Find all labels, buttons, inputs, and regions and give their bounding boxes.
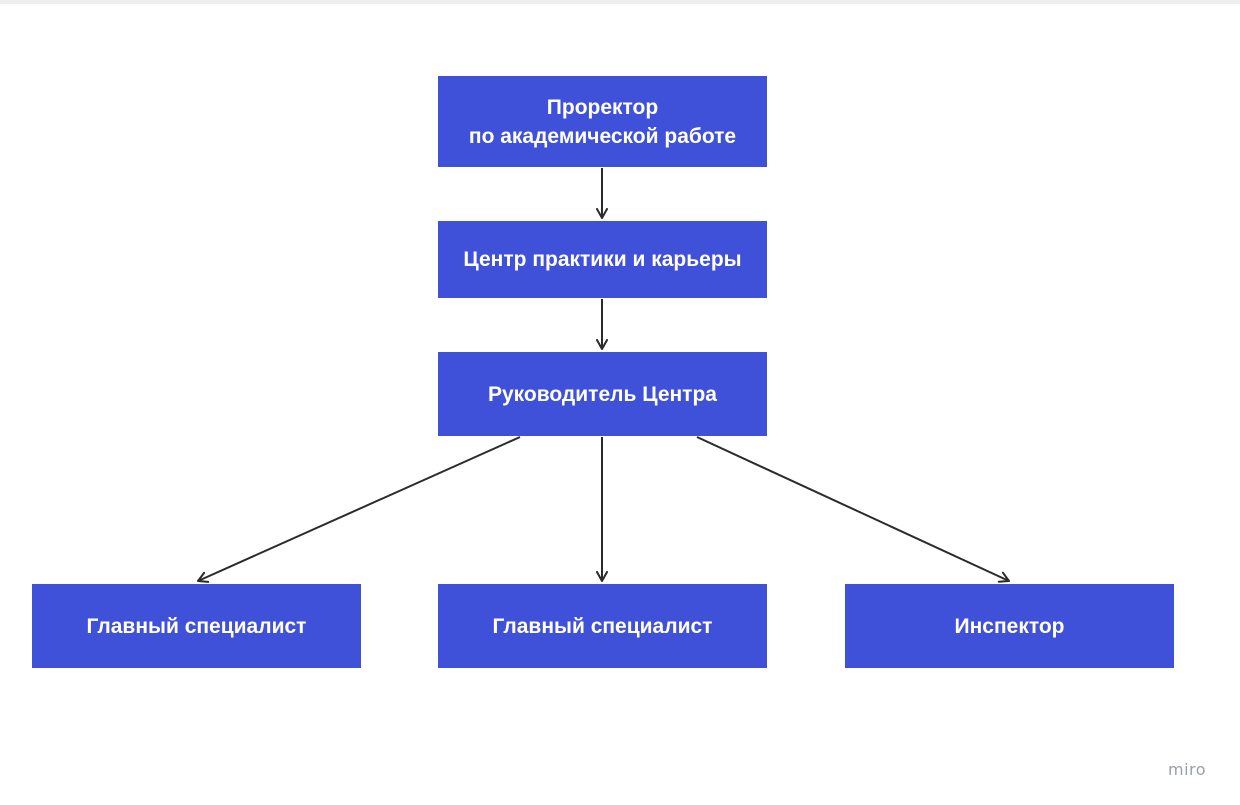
node-prorector-text: Проректор по академической работе xyxy=(469,93,736,151)
node-specialist-2[interactable]: Главный специалист xyxy=(438,584,767,668)
node-center[interactable]: Центр практики и карьеры xyxy=(438,221,767,298)
node-inspector-label: Инспектор xyxy=(954,614,1065,638)
miro-watermark: miro xyxy=(1168,760,1207,779)
node-specialist-1-label: Главный специалист xyxy=(86,614,307,638)
node-inspector[interactable]: Инспектор xyxy=(845,584,1174,668)
node-prorector[interactable]: Проректор по академической работе xyxy=(438,76,767,167)
node-specialist-1[interactable]: Главный специалист xyxy=(32,584,361,668)
top-border xyxy=(0,0,1240,4)
node-specialist-2-label: Главный специалист xyxy=(492,614,713,638)
node-head-label: Руководитель Центра xyxy=(488,382,717,406)
edge-head-inspector xyxy=(696,436,1010,583)
node-center-label: Центр практики и карьеры xyxy=(463,248,742,271)
node-head[interactable]: Руководитель Центра xyxy=(438,352,767,436)
edge-head-specialist-1 xyxy=(197,436,521,583)
node-prorector-line-2: по академической работе xyxy=(468,124,737,148)
node-prorector-line-1: Проректор xyxy=(546,95,659,119)
